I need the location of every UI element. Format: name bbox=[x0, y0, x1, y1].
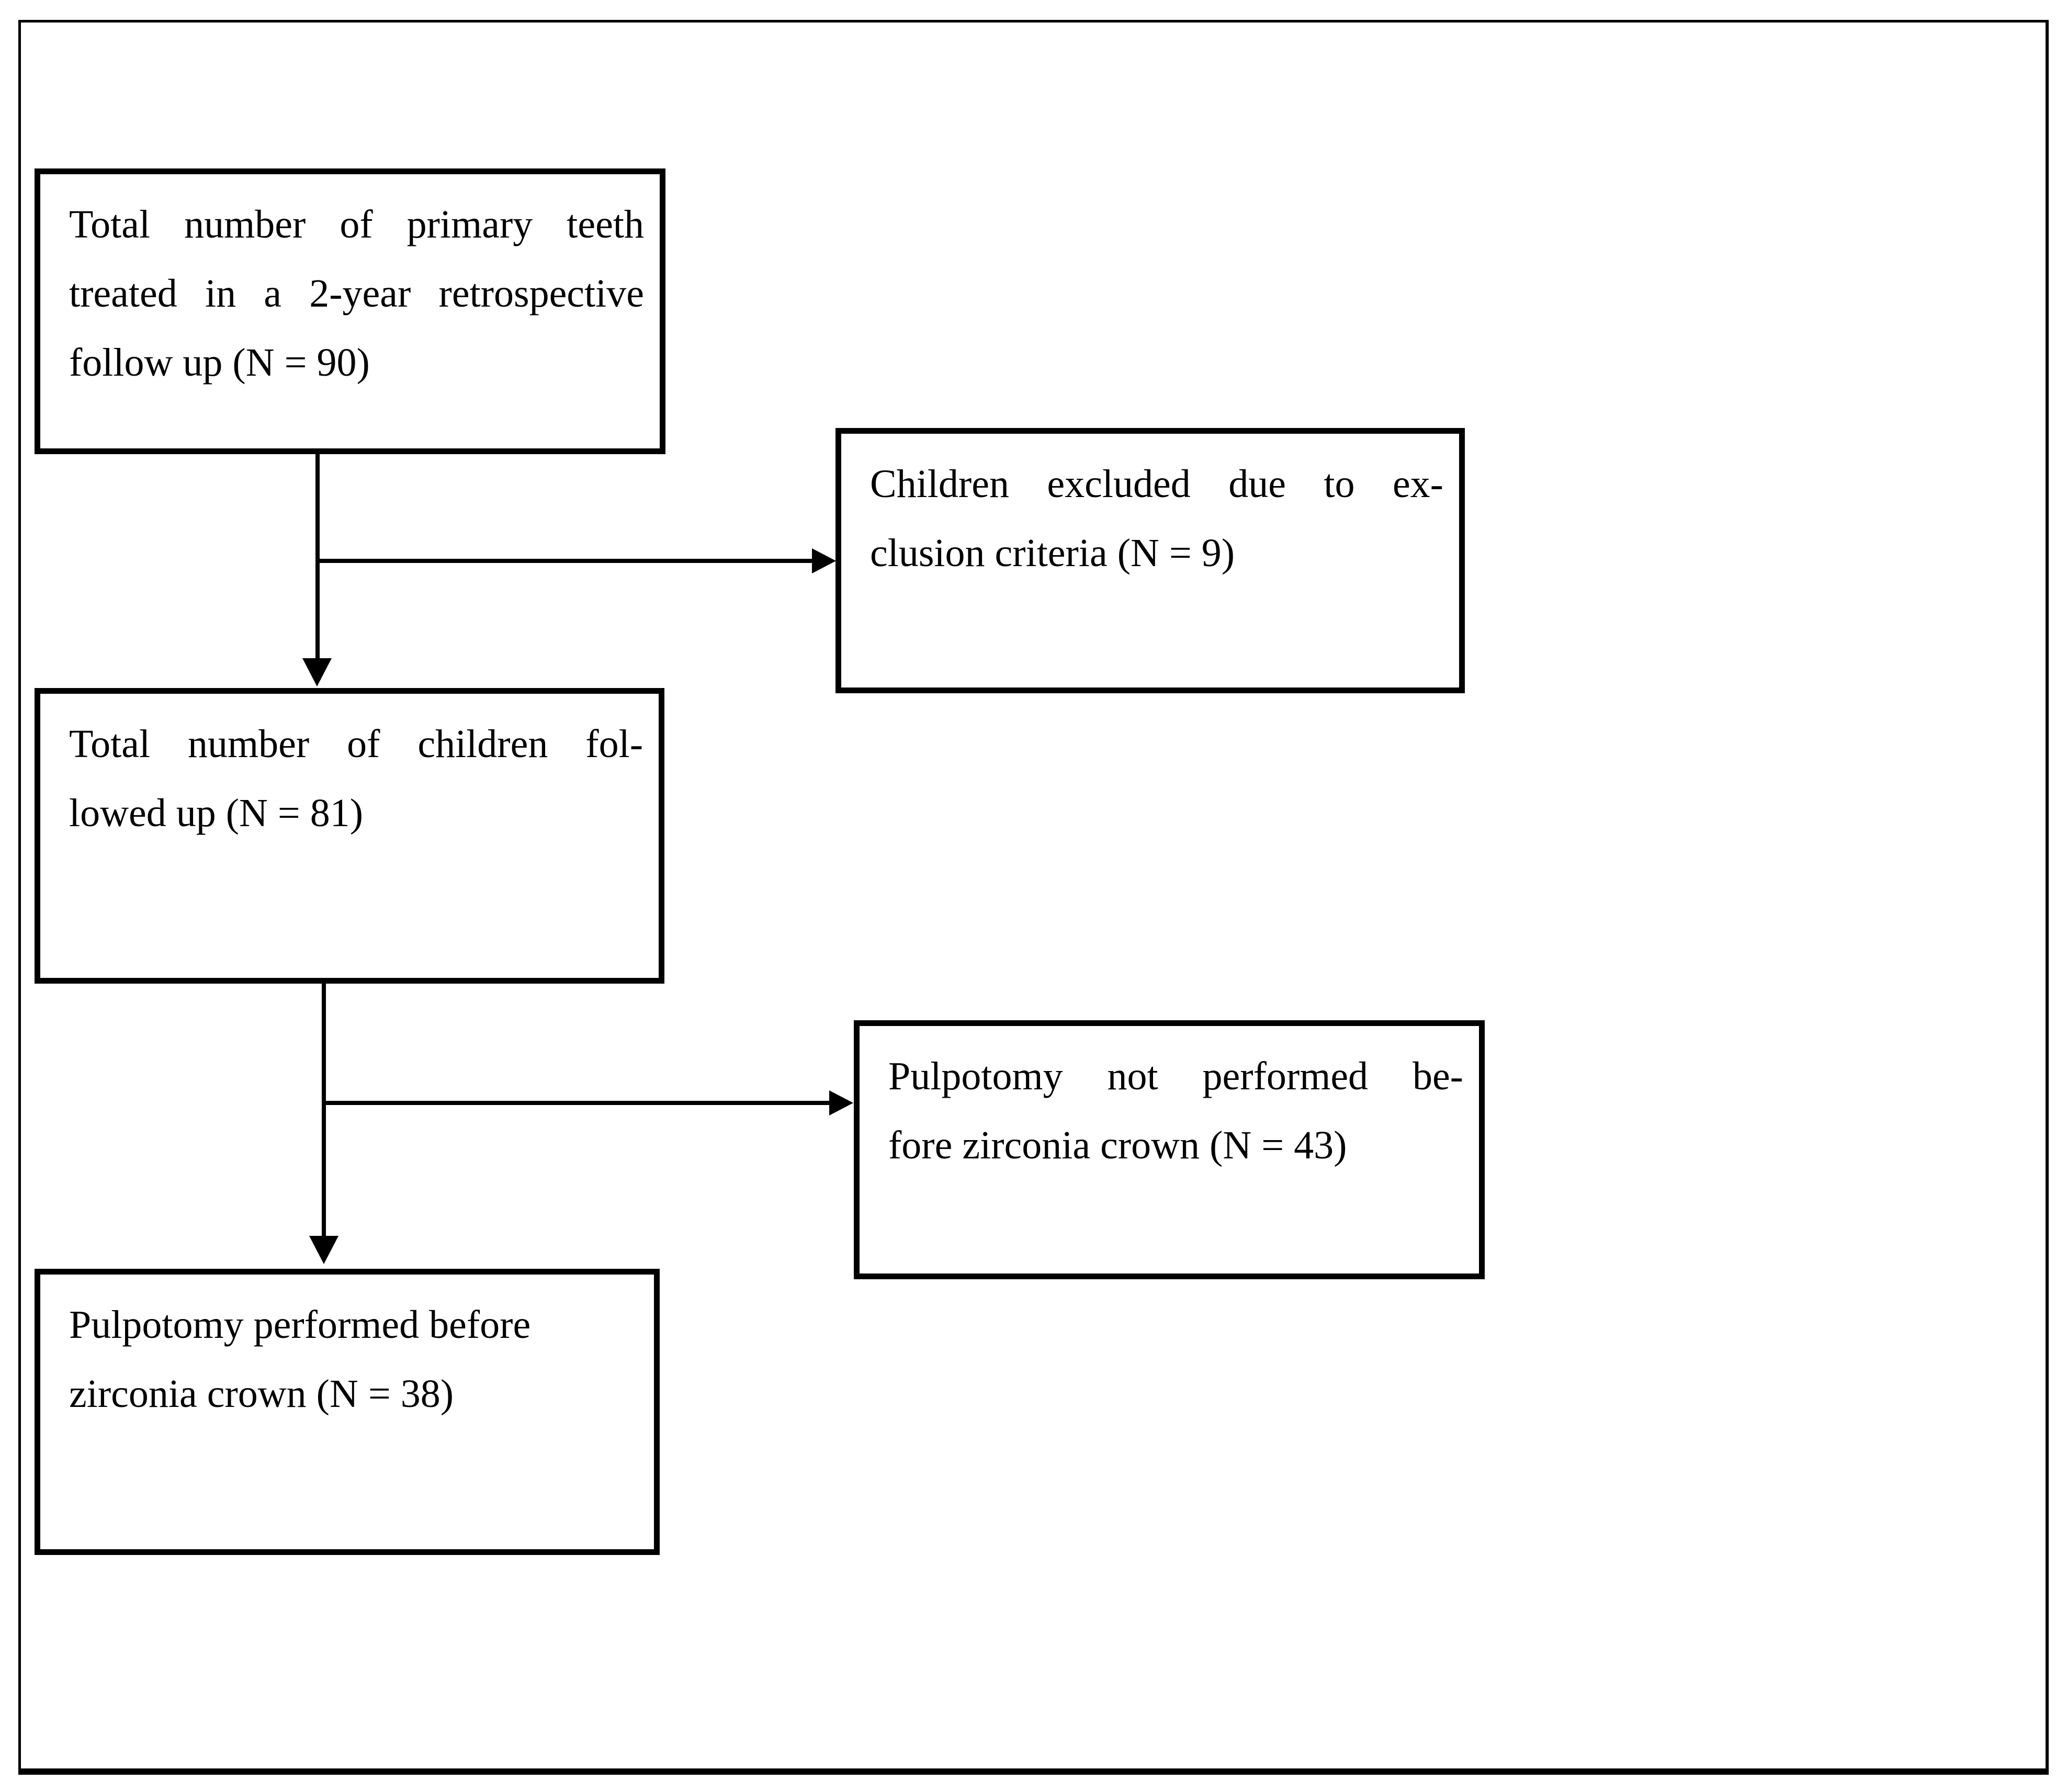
node-text-line: zirconia crown (N = 38) bbox=[69, 1372, 454, 1416]
connector-line-down-1 bbox=[315, 454, 320, 659]
node-text-line: treated in a 2-year retrospective bbox=[69, 272, 644, 315]
node-text-line: Pulpotomy performed before bbox=[69, 1303, 531, 1347]
node-text-line: Pulpotomy not performed be- bbox=[888, 1054, 1463, 1098]
node-text-line: Total number of primary teeth bbox=[69, 202, 644, 246]
node-children-excluded: Children excluded due to ex- clusion cri… bbox=[835, 428, 1465, 693]
page-border bbox=[18, 20, 2049, 1775]
arrowhead-right-2-icon bbox=[829, 1090, 853, 1115]
arrowhead-right-1-icon bbox=[812, 548, 836, 573]
node-text-line: clusion criteria (N = 9) bbox=[870, 531, 1235, 575]
node-text-line: lowed up (N = 81) bbox=[69, 791, 364, 835]
node-pulpotomy-not-performed: Pulpotomy not performed be- fore zirconi… bbox=[854, 1020, 1485, 1279]
connector-line-right-1 bbox=[315, 559, 814, 563]
node-text-line: Total number of children fol- bbox=[69, 722, 643, 766]
connector-line-down-2 bbox=[322, 984, 326, 1237]
connector-line-right-2 bbox=[322, 1101, 829, 1105]
node-text-line: follow up (N = 90) bbox=[69, 341, 370, 385]
node-total-primary-teeth: Total number of primary teeth treated in… bbox=[35, 168, 665, 454]
node-pulpotomy-performed: Pulpotomy performed before zirconia crow… bbox=[35, 1269, 660, 1555]
node-children-followed-up: Total number of children fol- lowed up (… bbox=[35, 688, 664, 984]
arrowhead-down-1-icon bbox=[302, 658, 332, 686]
arrowhead-down-2-icon bbox=[309, 1236, 338, 1264]
node-text-line: Children excluded due to ex- bbox=[870, 462, 1443, 506]
node-text-line: fore zirconia crown (N = 43) bbox=[888, 1123, 1347, 1167]
